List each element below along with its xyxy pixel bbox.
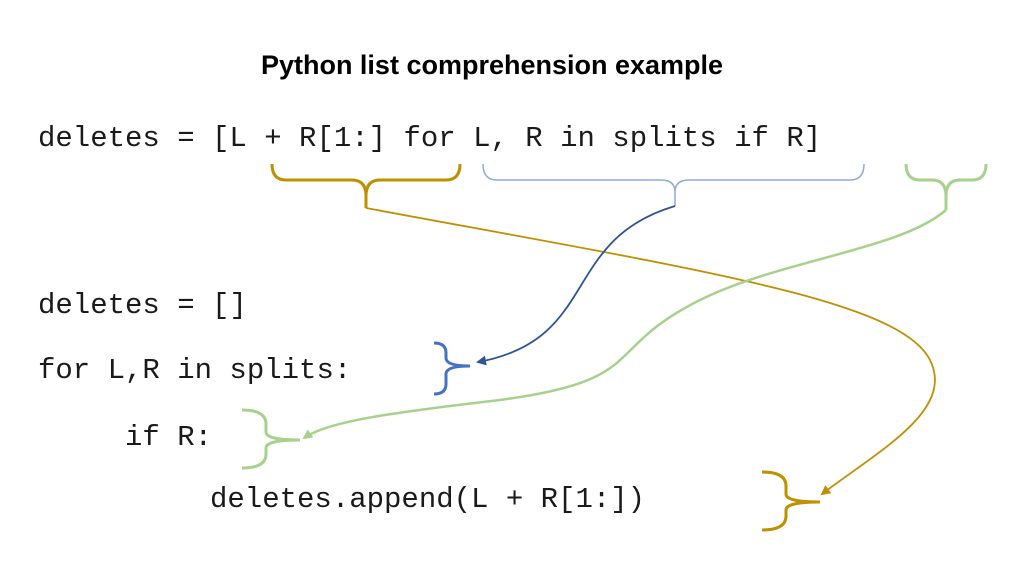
expression-brace-top bbox=[270, 163, 462, 208]
loop-for-code-line: for L,R in splits: bbox=[38, 354, 352, 387]
diagram-title: Python list comprehension example bbox=[260, 50, 724, 80]
if-clause-brace-top bbox=[904, 163, 988, 210]
comprehension-code-line: deletes = [L + R[1:] for L, R in splits … bbox=[38, 122, 822, 155]
loop-if-code-line: if R: bbox=[125, 421, 213, 454]
if-clause-brace-bottom bbox=[241, 408, 301, 470]
for-clause-connector-arrow bbox=[476, 205, 676, 366]
loop-init-code-line: deletes = [] bbox=[38, 289, 247, 322]
for-clause-brace-top bbox=[482, 163, 865, 206]
if-clause-connector-arrow bbox=[302, 209, 947, 440]
loop-append-code-line: deletes.append(L + R[1:]) bbox=[210, 483, 646, 516]
expression-brace-bottom bbox=[761, 470, 821, 532]
expression-connector-arrow bbox=[365, 207, 936, 496]
for-clause-brace-bottom bbox=[433, 341, 471, 396]
